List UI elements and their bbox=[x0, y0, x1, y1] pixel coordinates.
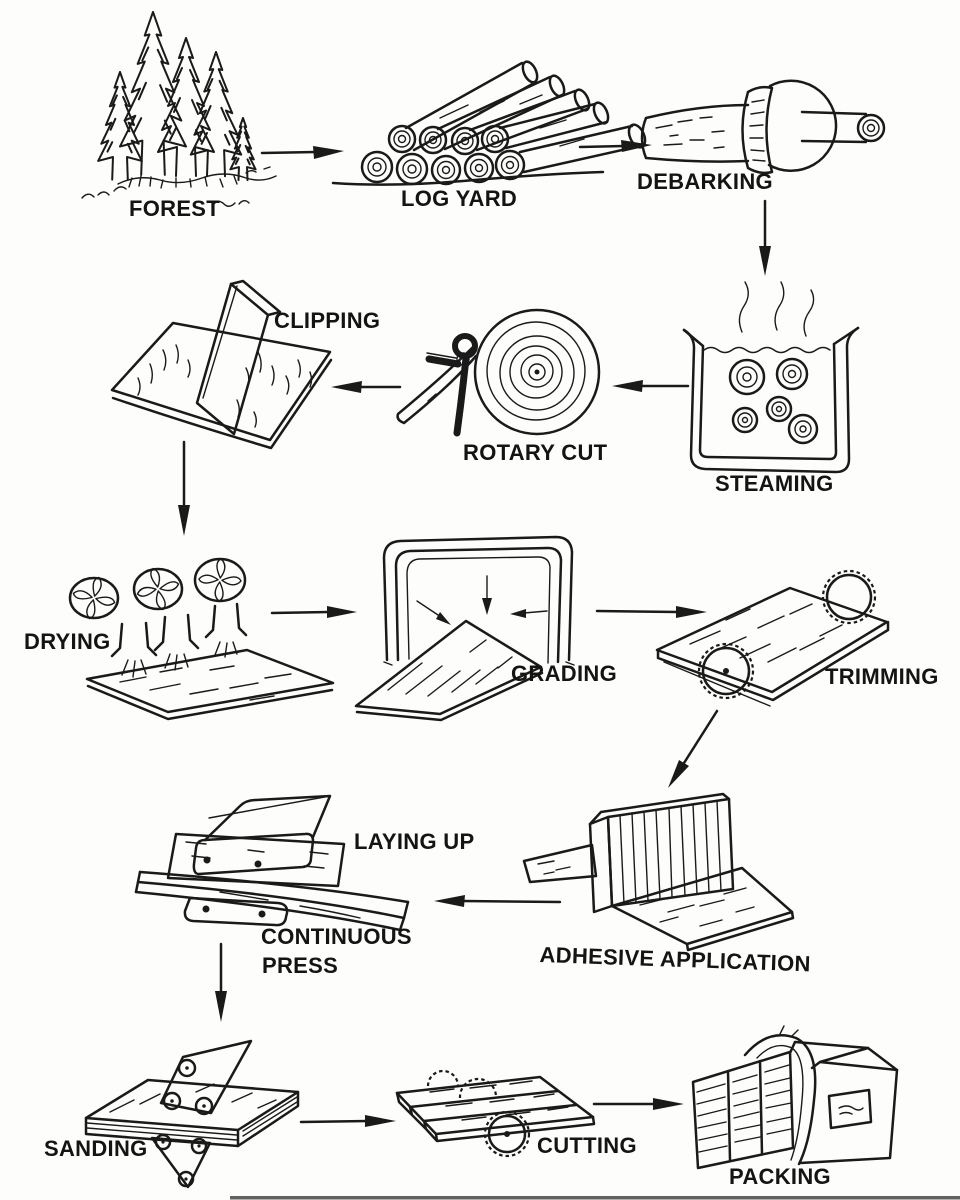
debarking-illustration bbox=[640, 79, 886, 175]
arrow-clipping-to-drying bbox=[178, 440, 190, 536]
label-packing: PACKING bbox=[729, 1164, 831, 1189]
cutting-illustration bbox=[395, 1069, 596, 1158]
glue-wall-face bbox=[606, 797, 735, 908]
fan-2 bbox=[132, 564, 184, 614]
forest-illustration bbox=[81, 10, 277, 207]
knife-post bbox=[453, 354, 470, 437]
label-press: PRESS bbox=[262, 953, 339, 978]
grass-scribble-left bbox=[81, 186, 127, 199]
label-continuous: CONTINUOUS bbox=[261, 924, 412, 949]
log-yard-illustration bbox=[331, 60, 647, 186]
clipping-illustration bbox=[110, 279, 333, 450]
label-grading: GRADING bbox=[511, 661, 617, 686]
arrow-sanding-to-cutting bbox=[299, 1115, 396, 1127]
trimming-illustration bbox=[655, 569, 890, 707]
arrow-adhesive-to-laying-up bbox=[434, 895, 562, 907]
arrow-cutting-to-packing bbox=[592, 1098, 684, 1110]
label-cutting: CUTTING bbox=[537, 1133, 637, 1158]
label-laying-up: LAYING UP bbox=[354, 829, 475, 854]
fan-3 bbox=[193, 555, 247, 605]
arrow-grading-to-trimming bbox=[595, 606, 707, 618]
label-clipping: CLIPPING bbox=[274, 308, 381, 333]
label-sanding: SANDING bbox=[44, 1136, 148, 1161]
fan-1 bbox=[66, 570, 122, 626]
arrow-log-yard-to-debarking bbox=[578, 140, 652, 152]
wrap-sheet bbox=[743, 1034, 817, 1166]
scan-edge-artifact bbox=[230, 1196, 960, 1200]
grading-illustration bbox=[354, 535, 575, 722]
arrow-debarking-to-steaming bbox=[759, 199, 771, 276]
log-ends-top-row bbox=[387, 124, 510, 156]
inspection-arrows bbox=[416, 575, 548, 625]
arrow-rotary-cut-to-clipping bbox=[331, 381, 402, 393]
arrow-forest-to-log-yard bbox=[260, 146, 344, 159]
carton-label bbox=[827, 1088, 873, 1130]
label-rotary-cut: ROTARY CUT bbox=[463, 440, 608, 465]
press-block-top bbox=[192, 794, 332, 876]
log-ends-bottom-row bbox=[360, 149, 526, 186]
sanding-illustration bbox=[84, 1039, 300, 1189]
arrow-trimming-to-adhesive bbox=[668, 709, 719, 788]
clipper-blade bbox=[195, 282, 270, 436]
arrow-press-to-sanding bbox=[215, 942, 227, 1022]
rotary-cut-illustration bbox=[396, 308, 601, 437]
adhesive-application-illustration bbox=[522, 792, 795, 952]
packing-illustration bbox=[691, 1025, 899, 1170]
label-steaming: STEAMING bbox=[715, 471, 834, 496]
label-drying: DRYING bbox=[24, 629, 111, 654]
steam-wisps bbox=[738, 281, 815, 337]
arrow-drying-to-grading bbox=[270, 606, 357, 618]
log-sections-in-vat bbox=[728, 357, 819, 445]
steaming-illustration bbox=[682, 281, 860, 474]
label-log-yard: LOG YARD bbox=[401, 186, 518, 211]
label-trimming: TRIMMING bbox=[825, 664, 939, 689]
laying-up-press-illustration bbox=[134, 794, 410, 932]
arrow-steaming-to-rotary-cut bbox=[612, 380, 690, 392]
plywood-bundle bbox=[691, 1050, 795, 1170]
label-debarking: DEBARKING bbox=[637, 169, 773, 194]
label-forest: FOREST bbox=[129, 196, 221, 221]
drying-illustration bbox=[66, 555, 335, 721]
press-block-bottom bbox=[183, 896, 289, 927]
grass-scribble-right bbox=[211, 200, 250, 207]
